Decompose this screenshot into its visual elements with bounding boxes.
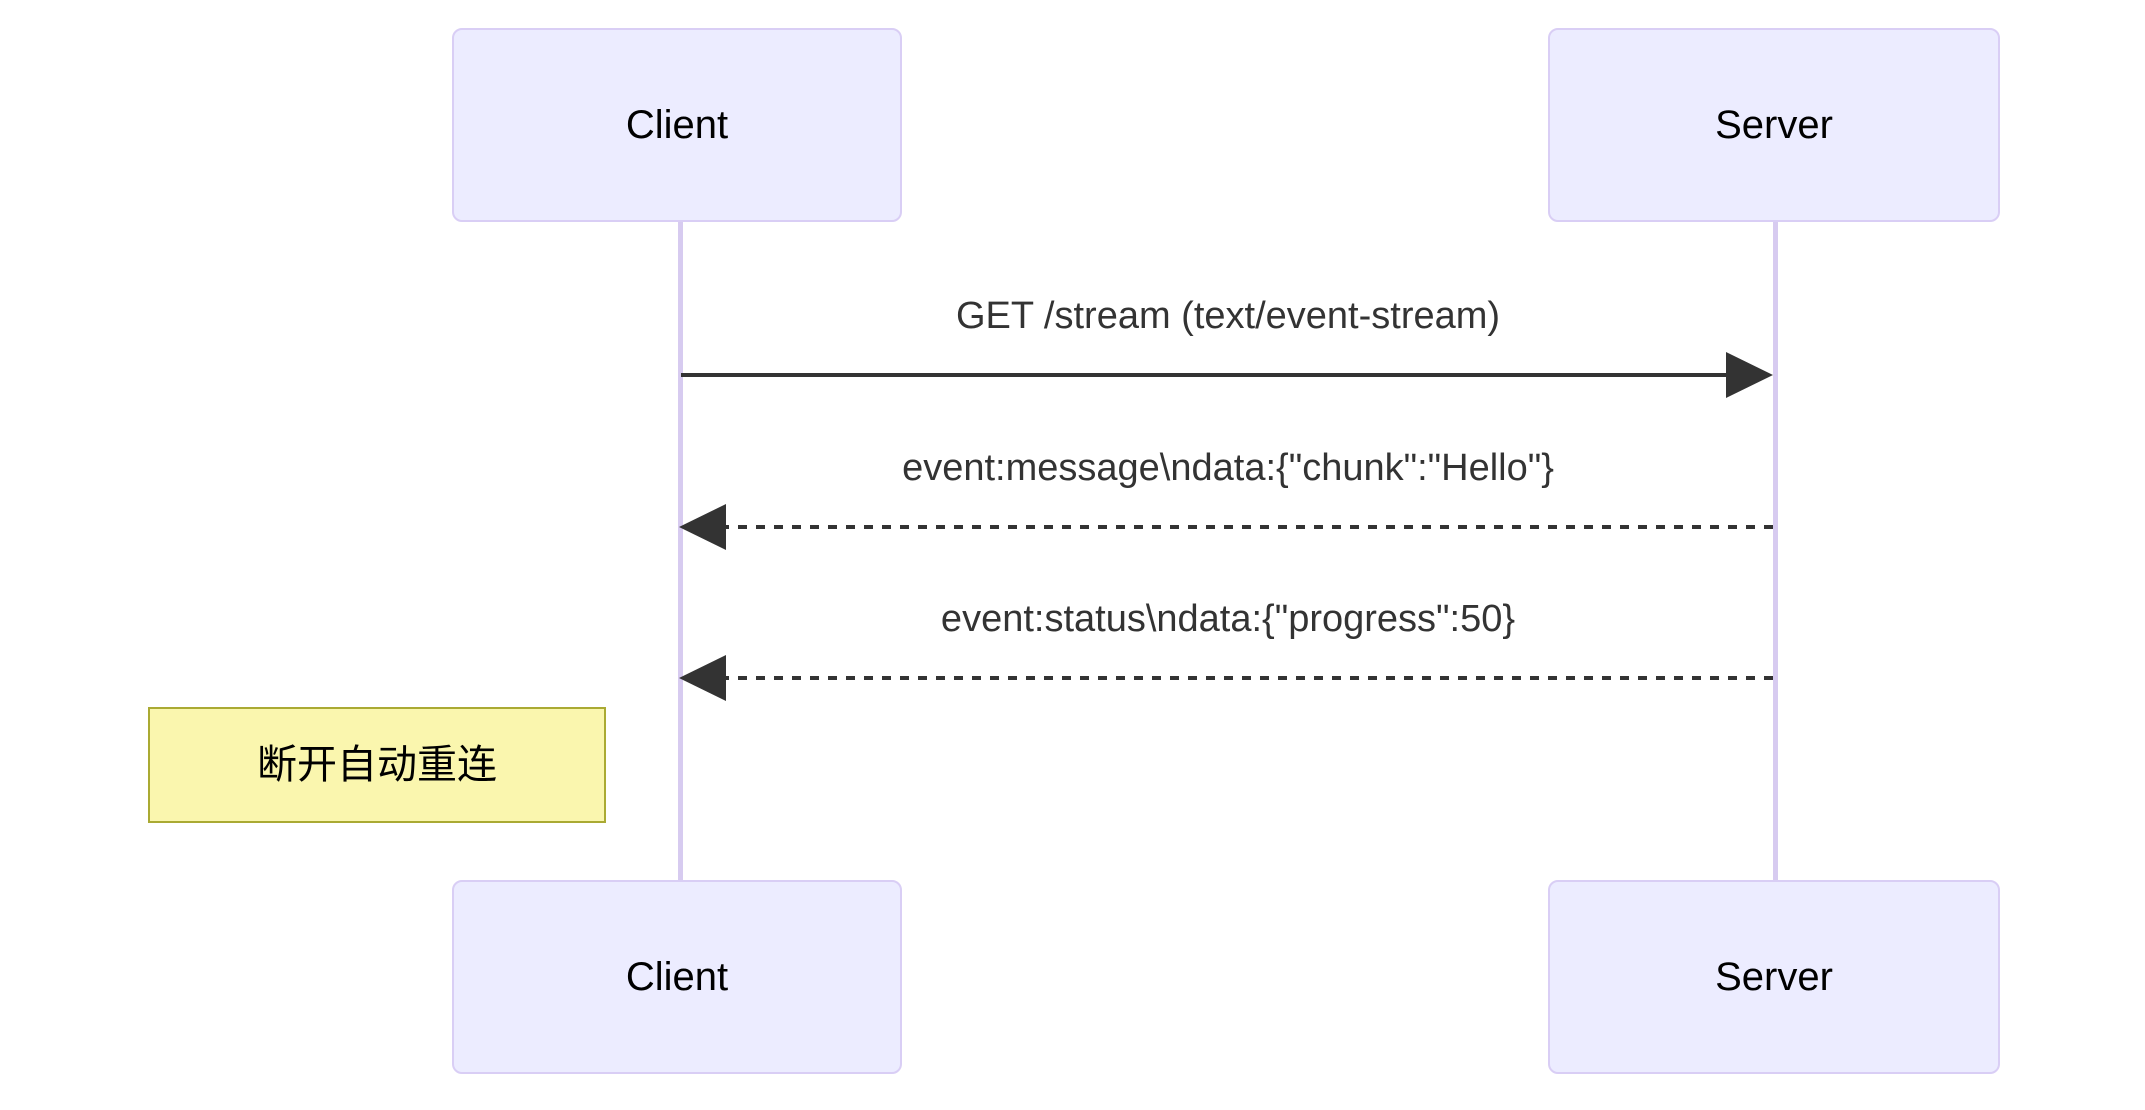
participant-client-bottom-label: Client [625,955,729,999]
participant-client-top-label: Client [625,103,729,147]
message-arrow-3 [679,655,1773,701]
message-label-3: event:status\ndata:{"progress":50} [940,598,1516,640]
participant-server-top[interactable]: Server [1548,28,2000,222]
message-label-2: event:message\ndata:{"chunk":"Hello"} [902,447,1554,489]
lifeline-client [678,222,683,880]
message-label-1: GET /stream (text/event-stream) [955,295,1501,337]
lifeline-server [1773,222,1778,880]
note-reconnect-label: 断开自动重连 [257,743,497,787]
note-reconnect[interactable]: 断开自动重连 [148,707,606,823]
message-arrow-1 [681,352,1773,398]
message-arrow-1-head [1726,352,1773,398]
message-arrow-2 [679,504,1773,550]
participant-client-bottom[interactable]: Client [452,880,902,1074]
message-arrow-2-head [679,504,726,550]
participant-server-top-label: Server [1715,103,1833,147]
participant-client-top[interactable]: Client [452,28,902,222]
message-arrow-3-head [679,655,726,701]
participant-server-bottom-label: Server [1715,955,1833,999]
participant-server-bottom[interactable]: Server [1548,880,2000,1074]
